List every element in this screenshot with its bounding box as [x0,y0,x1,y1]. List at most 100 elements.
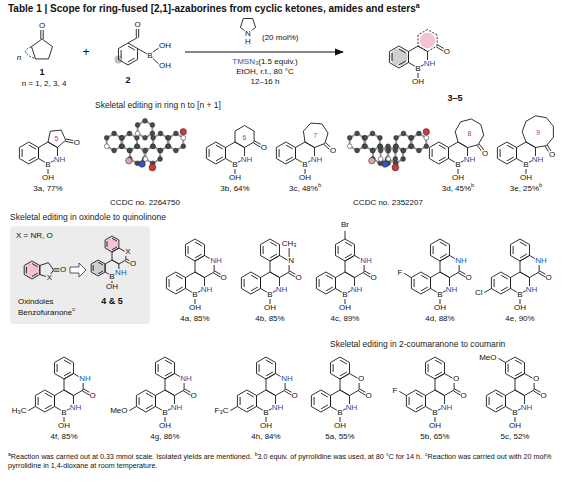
bond-line [156,357,166,363]
atom-label: OH [412,78,425,86]
bond-line [119,60,129,66]
bond-line [186,239,196,245]
bond-line [340,390,350,396]
bond-line [185,278,186,289]
bond-line [286,159,296,165]
bond-line [500,149,501,157]
bond-line [507,157,514,161]
footnote-text: Reaction was carried out at 0.33 mmol sc… [11,452,252,461]
bond-line [389,63,399,69]
text-group: Table 1 | Scope for ring-fused [2,1]-aza… [8,3,573,15]
bond-line [416,393,423,397]
atom-sphere [119,135,124,140]
bond-line [331,390,341,396]
ring-size-number: 7 [314,131,318,138]
text-group: 3b, 64% [220,184,249,194]
highlight-dot [25,263,40,278]
bond-line [520,272,530,278]
atom-label: X [46,274,52,282]
reagent-amount: (1.5 equiv.) [258,57,297,66]
bond-line [247,407,257,413]
bond-line [32,261,40,266]
bond-line [128,60,138,66]
plus-sign: + [82,46,89,58]
footnote-mark: b [255,451,258,457]
atom-label: NH [345,404,358,412]
bond-line [235,126,245,132]
boron-sphere [126,158,132,164]
atom-sphere [393,148,398,153]
atom-sphere [370,131,375,136]
atom-label: O [481,150,488,158]
compound-label: 3b, 64% [220,184,249,193]
bond-line [506,390,516,396]
bond-line [295,148,296,159]
bond-line [225,148,226,159]
reagent-loading: (20 mol%) [262,34,298,42]
bond-line [146,405,153,409]
bond-line [98,260,105,264]
compound-label: 4e, 90% [505,314,534,323]
bond-line [429,148,430,159]
atom-sphere [174,131,179,136]
bond-line [406,390,416,396]
bond-line [174,363,175,374]
bond-line [406,396,407,407]
bond-line [426,390,436,396]
bond-line [35,396,36,407]
bond-line [256,396,257,407]
atom-sphere [385,157,390,162]
atom-label: OH [42,174,55,182]
atom-label: O [532,375,539,383]
bond-line [39,266,40,275]
atom-label: O [190,392,197,400]
bond-line [314,397,315,405]
atom-sphere [120,135,125,140]
bond-line [204,245,205,256]
atom-sphere [150,123,155,128]
bond-line [205,272,215,278]
bond-line [426,374,436,380]
bond-line [54,363,55,374]
bond-line [520,261,521,272]
bond-line [243,18,252,19]
atom-sphere [417,131,422,136]
bond-line [425,363,426,374]
bond-line [91,264,92,272]
atom-label: O [295,274,302,282]
bond-line [461,119,472,122]
bond-line [416,390,426,396]
atom-label: OH [106,283,119,291]
bond-line [431,239,441,245]
atom-label: B [109,273,115,281]
bond-line [445,390,455,396]
bond-line [225,148,226,159]
atom-label: B [517,291,523,299]
bond-line [40,29,41,39]
bond-line [29,159,39,165]
bond-line [336,272,346,278]
atom-sphere [401,157,406,162]
bond-line [40,263,49,266]
bond-line [515,390,525,396]
bond-line [345,239,355,245]
bond-line [435,374,445,380]
atom-label: OH [264,304,277,312]
atom-sphere [158,148,163,153]
atom-label: B [337,409,343,417]
bond-line [136,390,146,396]
bond-line [245,126,255,132]
bond-line [494,279,495,287]
bond-line [105,264,106,272]
atom-label: B [267,291,273,299]
atom-label: NH [53,156,66,164]
bond-line [57,364,58,372]
footnote-mark: c [72,306,75,312]
bond-line [261,256,271,262]
bond-line [520,256,530,262]
text-group: 5b, 65% [420,432,449,442]
atom-label: OH [159,62,172,70]
atom-label: NH [445,286,458,294]
bond-line [411,278,412,289]
bond-line [165,357,175,363]
